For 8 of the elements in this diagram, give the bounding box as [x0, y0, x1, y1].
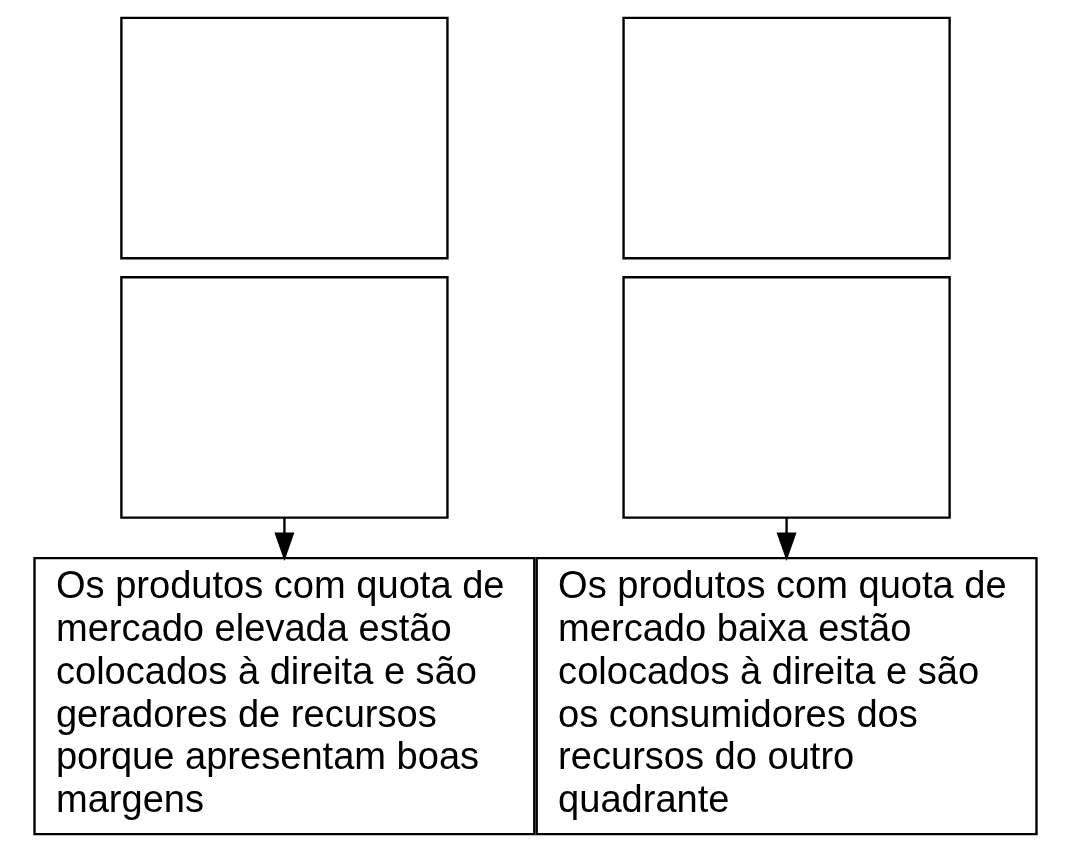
- node-box: Os produtos com quota de mercado elevada estão colocados à direita e são geradores de recursos porque apresentam boas margens: [32, 556, 535, 836]
- node-box: [119, 276, 449, 519]
- node-box: [621, 276, 951, 519]
- arrow: [273, 518, 294, 562]
- node-box: [621, 16, 951, 260]
- node-box: [119, 16, 449, 260]
- node-box: Os produtos com quota de mercado baixa estão colocados à direita e são os consumidores dos recursos do outro quadrante: [535, 556, 1038, 836]
- arrow: [776, 518, 797, 562]
